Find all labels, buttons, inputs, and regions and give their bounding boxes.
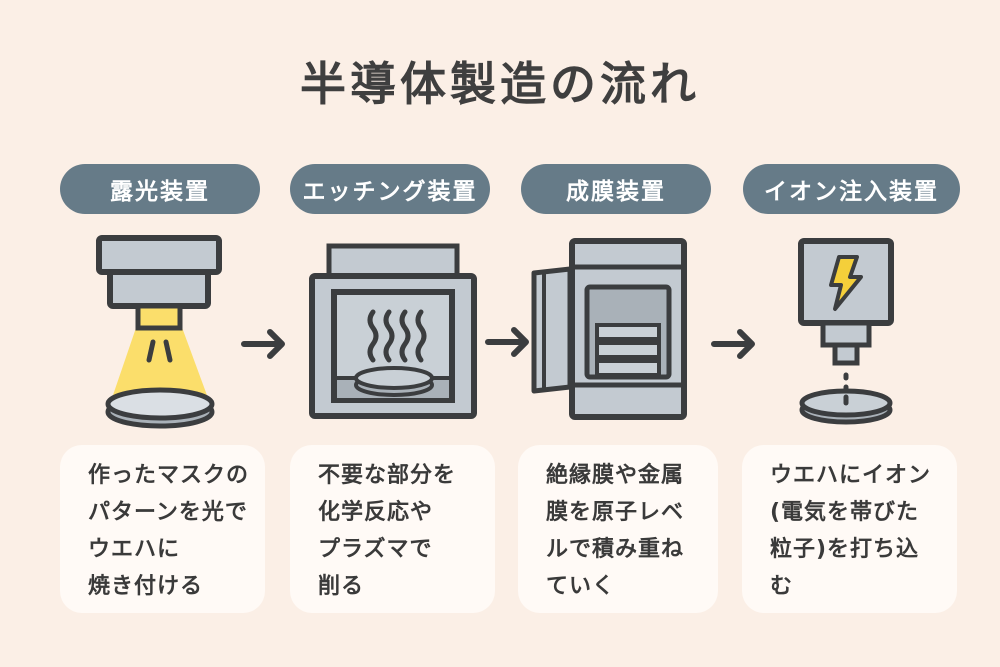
step-label-ion-implant: イオン注入装置 (743, 164, 960, 214)
deposition-cabinet-icon (531, 238, 687, 420)
step-label-exposure: 露光装置 (60, 164, 260, 214)
step-description-etching: 不要な部分を 化学反応や プラズマで 削る (290, 445, 495, 613)
step-description-deposition: 絶縁膜や金属 膜を原子レベ ルで積み重ね ていく (518, 445, 718, 613)
ion-implanter-icon (798, 238, 894, 425)
step-description-exposure: 作ったマスクの パターンを光で ウエハに 焼き付ける (60, 445, 265, 613)
arrow-right-icon (710, 327, 760, 365)
step-label-etching: エッチング装置 (290, 164, 490, 214)
step-description-ion-implant: ウエハにイオン (電気を帯びた 粒子)を打ち込 む (742, 445, 957, 613)
arrow-right-icon (240, 327, 290, 365)
etching-chamber-icon (309, 243, 477, 419)
step-label-deposition: 成膜装置 (521, 164, 711, 214)
exposure-machine-icon (96, 235, 222, 429)
arrow-right-icon (484, 325, 534, 363)
page-title: 半導体製造の流れ (300, 57, 700, 111)
